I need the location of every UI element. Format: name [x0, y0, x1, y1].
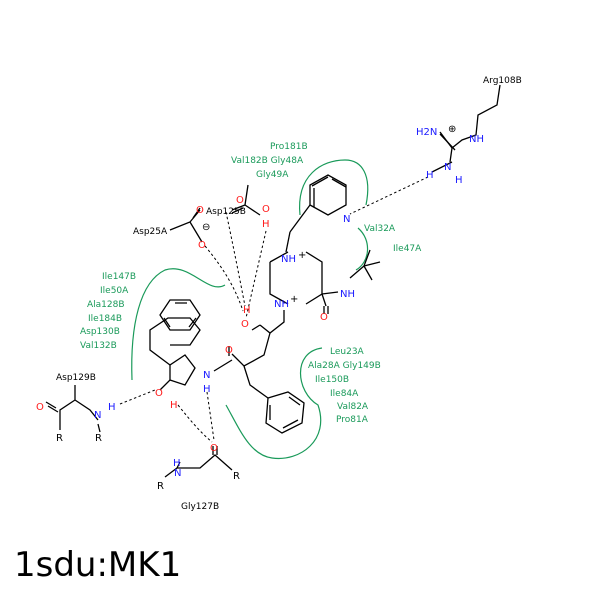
atom-r-asp129b-b: R — [95, 433, 102, 444]
hydrophobic-group-right: Val32A Ile47A — [364, 224, 422, 254]
arc-top — [299, 159, 369, 216]
atom-r-gly127b-b: R — [233, 471, 240, 482]
residue-labels: Asp125B Asp25A Asp129B Gly127B Arg108B — [56, 76, 522, 512]
hydrophobic-residue: Ala28A Gly149B — [308, 361, 381, 371]
hbond-arg108b-pyridine — [349, 176, 429, 215]
hbond-indanol-gly127b — [177, 404, 213, 443]
hydrophobic-group-left: Ile147B Ile50A Ala128B Ile184B Asp130B V… — [80, 272, 136, 351]
atom-o-amide: O — [320, 312, 328, 323]
atom-h-gly127b: H — [173, 458, 181, 469]
atom-o-indanol: O — [155, 388, 163, 399]
hydrophobic-residue: Asp130B — [80, 327, 120, 337]
atom-o-hydroxyl: O — [241, 319, 249, 330]
atom-o-gly127b: O — [210, 443, 218, 454]
hbond-asp125b-o-oh — [225, 211, 246, 307]
plus-charge-icon: ⊕ — [448, 124, 456, 135]
residue-asp129b: Asp129B — [56, 373, 96, 383]
atom-h-amide-indane: H — [203, 384, 211, 395]
atom-h-arg108b-a: H — [426, 170, 434, 181]
hydrophobic-residue: Gly49A — [256, 170, 289, 180]
arc-left — [131, 268, 226, 381]
atom-r-gly127b-a: R — [157, 481, 164, 492]
hydrophobic-group-lower-right: Leu23A Ala28A Gly149B Ile150B Ile84A Val… — [308, 347, 381, 425]
arc-right — [355, 227, 369, 271]
hydrophobic-residue: Ile47A — [393, 244, 422, 254]
hydrophobic-arcs — [131, 159, 369, 460]
hydrogen-bonds — [119, 176, 429, 443]
atom-h-asp125b: H — [262, 219, 270, 230]
diagram-title: 1sdu:MK1 — [14, 545, 182, 585]
residue-asp125b: Asp125B — [206, 207, 246, 217]
atom-o-asp125b-a: O — [236, 195, 244, 206]
hbond-asp129b-indanol — [119, 389, 156, 405]
atom-o-asp125b-b: O — [262, 204, 270, 215]
hydrophobic-residue: Pro181B — [270, 142, 308, 152]
hbond-nh-gly127b — [206, 391, 215, 441]
hydrophobic-residue: Ile150B — [315, 375, 349, 385]
atom-hnplus-piperazine: NH — [274, 299, 289, 310]
atom-r-asp129b-a: R — [56, 433, 63, 444]
hydrophobic-residue: Ile50A — [100, 286, 129, 296]
atom-labels: O O H O O ⊖ H O NH + NH + N NH O O N H O… — [36, 124, 484, 492]
atom-h2n-arg108b: H2N — [416, 127, 437, 138]
hydrophobic-residue: Ile184B — [88, 314, 122, 324]
atom-h-indanol: H — [170, 400, 178, 411]
ligand-bonds — [45, 84, 501, 478]
atom-o-asp129b: O — [36, 402, 44, 413]
atom-n-gly127b: N — [174, 468, 181, 479]
atom-o-asp25a-b: O — [198, 240, 206, 251]
atom-plus-top: + — [298, 250, 306, 261]
atom-o-carbonyl: O — [225, 345, 233, 356]
hydrophobic-residue: Ile84A — [330, 389, 359, 399]
atom-n-arg108b: N — [444, 162, 451, 173]
hydrophobic-residue: Pro81A — [336, 415, 369, 425]
atom-n-amide-indane: N — [203, 370, 210, 381]
atom-h-asp129b: H — [108, 402, 116, 413]
atom-h-hydroxyl: H — [243, 305, 251, 316]
atom-nh-arg108b: NH — [469, 134, 484, 145]
atom-n-pyridine: N — [343, 214, 350, 225]
arc-lower-right — [225, 347, 323, 460]
hydrophobic-residue: Leu23A — [330, 347, 365, 357]
atom-plus-bottom: + — [290, 294, 298, 305]
atom-n-asp129b: N — [94, 410, 101, 421]
atom-nh-amide: NH — [340, 289, 355, 300]
atom-nhplus-piperazine: NH — [281, 254, 296, 265]
hydrophobic-residue: Val132B — [80, 341, 117, 351]
minus-charge-icon: ⊖ — [202, 222, 210, 233]
atom-h-arg108b-b: H — [455, 175, 463, 186]
hydrophobic-residue: Ala128B — [87, 300, 125, 310]
hydrophobic-residue: Val182B Gly48A — [231, 156, 304, 166]
residue-arg108b: Arg108B — [483, 76, 522, 86]
hydrophobic-residue: Val82A — [337, 402, 369, 412]
hydrophobic-group-top: Pro181B Val182B Gly48A Gly49A — [231, 142, 308, 180]
hydrophobic-residue: Ile147B — [102, 272, 136, 282]
residue-asp25a: Asp25A — [133, 227, 168, 237]
hbond-asp25a-oh — [204, 245, 244, 312]
residue-gly127b: Gly127B — [181, 502, 219, 512]
atom-o-asp25a-a: O — [196, 205, 204, 216]
hydrophobic-residue: Val32A — [364, 224, 396, 234]
